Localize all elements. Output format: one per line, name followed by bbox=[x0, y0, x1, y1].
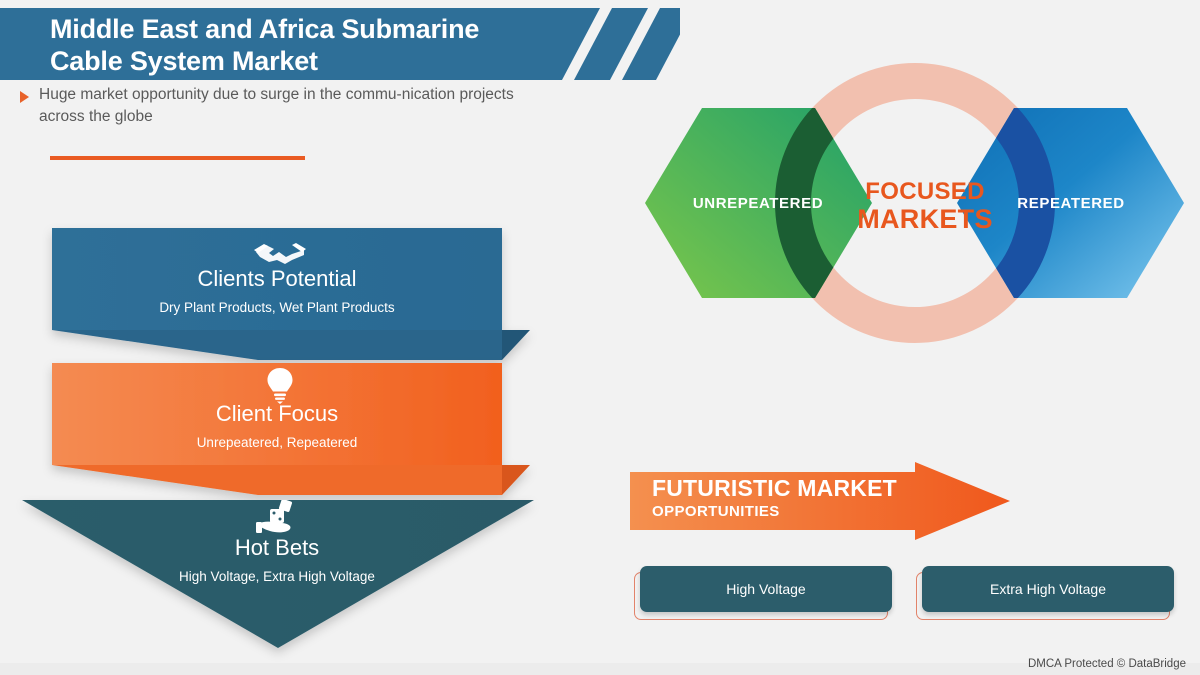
header-subtitle: Huge market opportunity due to surge in … bbox=[39, 86, 514, 126]
focused-markets-diagram: UNREPEATERED REPEATERED bbox=[630, 40, 1200, 370]
hand-with-dice-icon bbox=[256, 500, 302, 536]
funnel-shapes bbox=[22, 228, 534, 648]
hexagon-left bbox=[645, 108, 872, 298]
header-banner: Middle East and Africa Submarine Cable S… bbox=[0, 8, 694, 80]
page-title: Middle East and Africa Submarine Cable S… bbox=[50, 14, 480, 76]
futuristic-market-text: FUTURISTIC MARKET OPPORTUNITIES bbox=[652, 475, 897, 521]
futuristic-arrow-shape bbox=[630, 462, 1010, 540]
bottom-band bbox=[0, 663, 1200, 675]
funnel-stage-2-shape bbox=[52, 363, 530, 495]
title-underline-rule bbox=[50, 156, 305, 160]
lightbulb-icon bbox=[264, 366, 296, 404]
funnel-stage-3-shape bbox=[22, 500, 534, 648]
footer-copyright: DMCA Protected © DataBridge bbox=[1027, 658, 1186, 670]
header-banner-shape bbox=[0, 8, 694, 80]
hexagon-right bbox=[957, 108, 1184, 298]
futuristic-market-title: FUTURISTIC MARKET bbox=[652, 475, 897, 501]
funnel-stage-1-shape bbox=[52, 228, 530, 360]
pill-high-voltage-label: High Voltage bbox=[726, 581, 806, 597]
focused-markets-shapes bbox=[645, 63, 1184, 343]
pill-extra-high-voltage-label: Extra High Voltage bbox=[990, 581, 1106, 597]
triangle-bullet-icon bbox=[20, 91, 29, 103]
header-subtitle-row: Huge market opportunity due to surge in … bbox=[20, 84, 580, 129]
pill-extra-high-voltage[interactable]: Extra High Voltage bbox=[922, 566, 1174, 612]
funnel-diagram: Clients Potential Dry Plant Products, We… bbox=[0, 200, 600, 675]
futuristic-market-arrow: FUTURISTIC MARKET OPPORTUNITIES bbox=[630, 462, 1010, 540]
futuristic-market-subtitle: OPPORTUNITIES bbox=[652, 502, 780, 520]
handshake-icon bbox=[252, 238, 308, 268]
pill-high-voltage[interactable]: High Voltage bbox=[640, 566, 892, 612]
